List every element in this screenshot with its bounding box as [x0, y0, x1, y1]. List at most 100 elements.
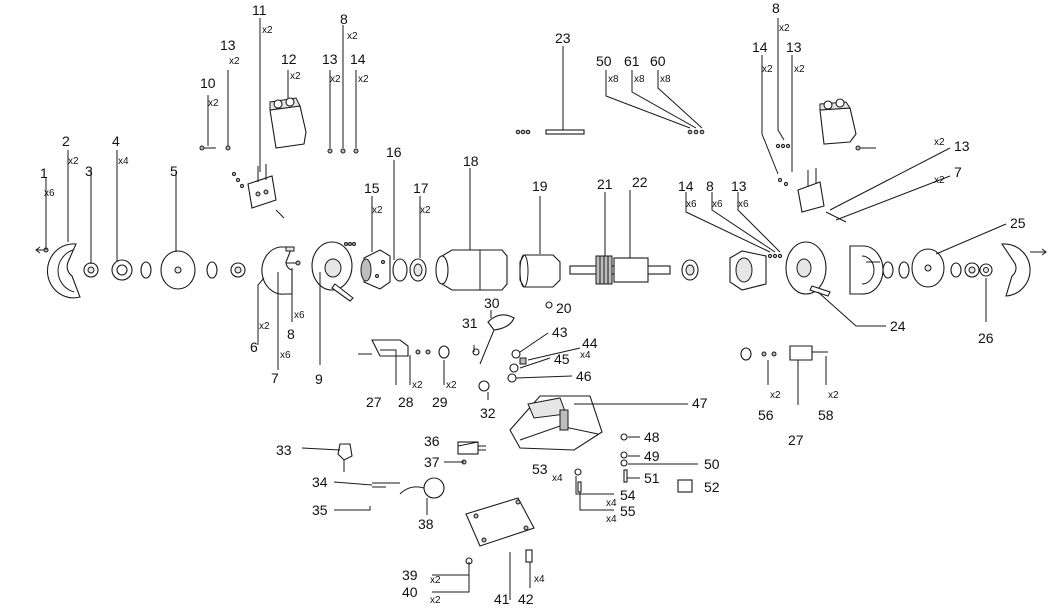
callout-quantity: x2	[347, 31, 358, 42]
part-28b	[425, 349, 431, 355]
part-48-52-small-bits	[574, 433, 693, 493]
part-small-nut	[327, 148, 333, 154]
callout-number: 7	[954, 164, 962, 180]
callout-c32: 32	[480, 405, 496, 421]
part-tool-rest-right	[789, 345, 828, 361]
callout-number: 58	[818, 407, 834, 423]
callout-quantity: x2	[762, 64, 773, 75]
part-washer-right	[882, 261, 894, 279]
part-28	[415, 349, 421, 355]
part-dot	[525, 129, 531, 135]
callout-quantity: x2	[934, 137, 945, 148]
part-shield-bracket-left	[247, 164, 277, 209]
callout-number: 47	[692, 395, 708, 411]
callout-c27b: 27	[788, 432, 804, 448]
part-washer-right-2	[898, 261, 910, 279]
callout-c38: 38	[418, 516, 434, 532]
callout-quantity: x4	[118, 156, 129, 167]
callout-c46: 46	[576, 368, 592, 384]
callout-c51: 51	[644, 470, 660, 486]
part-nut	[83, 262, 99, 278]
callout-c45: 45	[554, 351, 570, 367]
callout-quantity: x6	[280, 350, 291, 361]
callout-quantity: x2	[770, 390, 781, 401]
part-grinding-wheel-right	[911, 248, 945, 288]
part-56-knob	[740, 347, 752, 361]
part-34	[372, 482, 400, 488]
callout-quantity: x6	[712, 199, 723, 210]
callout-quantity: x6	[738, 199, 749, 210]
callout-c3: 3	[85, 163, 93, 179]
callout-quantity: x2	[330, 74, 341, 85]
part-left-wheel-guard	[46, 243, 81, 299]
callout-number: 8	[340, 11, 348, 27]
callout-c52: 52	[704, 479, 720, 495]
callout-c24: 24	[890, 318, 906, 334]
part-nut-right	[979, 263, 993, 277]
part-32	[478, 380, 490, 392]
callout-number: 39	[402, 567, 418, 583]
callout-c30: 30	[484, 295, 500, 311]
callout-quantity: x4	[606, 514, 617, 525]
callout-c33: 33	[276, 442, 292, 458]
part-41-base-plate	[465, 497, 535, 547]
callout-number: 34	[312, 474, 328, 490]
callout-number: 15	[364, 180, 380, 196]
part-dot	[780, 143, 786, 149]
callout-c18: 18	[463, 153, 479, 169]
callout-c14b: 14 x2	[752, 39, 773, 75]
callout-number: 42	[518, 591, 534, 607]
callout-quantity: x2	[358, 74, 369, 85]
part-outer-wheel-cover	[261, 246, 295, 295]
callout-c2: 2x2	[62, 133, 79, 167]
callout-number: 5	[170, 163, 178, 179]
part-right-wheel-guard	[1001, 243, 1031, 297]
callout-number: 50	[596, 53, 612, 69]
part-end-bell-left	[360, 249, 391, 290]
callout-number: 27	[788, 432, 804, 448]
callout-quantity: x2	[430, 575, 441, 586]
callout-number: 40	[402, 584, 418, 600]
callout-number: 43	[552, 324, 568, 340]
callout-quantity: x2	[446, 380, 457, 391]
callout-c48: 48	[644, 429, 660, 445]
part-dot	[783, 181, 789, 187]
callout-number: 28	[398, 394, 414, 410]
callout-number: 25	[1010, 215, 1026, 231]
callout-quantity: x4	[606, 498, 617, 509]
part-washer-right-3	[950, 262, 962, 278]
callout-number: 8	[287, 326, 295, 342]
part-bracket-screw-right	[825, 211, 847, 223]
part-eye-shield-right	[819, 98, 857, 145]
callout-number: 32	[480, 405, 496, 421]
callout-c9: 9	[315, 371, 323, 387]
callout-c4: 4x4	[112, 133, 129, 167]
callout-quantity: x2	[828, 390, 839, 401]
callout-c7: 7x6	[271, 350, 291, 386]
part-shield-pin-right	[855, 145, 876, 151]
part-dot	[239, 183, 245, 189]
part-35	[340, 506, 371, 511]
part-flange-right	[964, 262, 980, 278]
callout-c26: 26	[978, 330, 994, 346]
callout-c6: 6x2	[250, 321, 270, 355]
part-grinding-wheel-left	[160, 250, 196, 290]
callout-number: 14	[752, 39, 768, 55]
callout-number: 54	[620, 487, 636, 503]
callout-number: 50	[704, 456, 720, 472]
callout-c25: 25	[1010, 215, 1026, 231]
leader-lines	[45, 18, 1007, 600]
callout-c7b: 7x2	[934, 164, 962, 186]
callout-quantity: x4	[580, 350, 591, 361]
callout-c20: 20	[556, 300, 572, 316]
callout-c43: 43	[552, 324, 568, 340]
